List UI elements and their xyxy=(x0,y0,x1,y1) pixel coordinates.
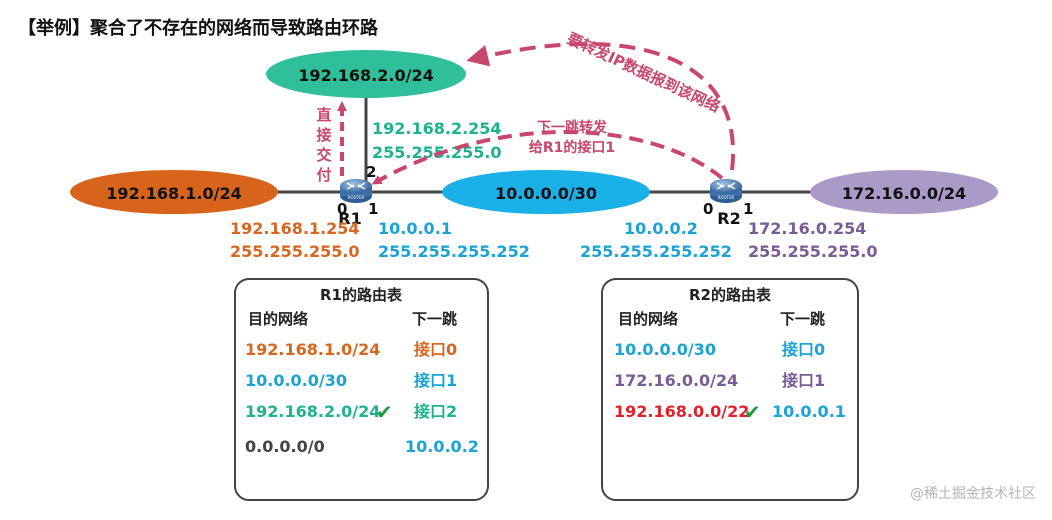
r2-routing-table xyxy=(601,278,859,501)
forward-intent-arrow xyxy=(466,42,736,171)
r1-if0-ip: 192.168.1.254 xyxy=(230,219,360,238)
next-hop-arrow xyxy=(371,130,724,185)
network-middle-label: 10.0.0.0/30 xyxy=(495,184,597,203)
network-top xyxy=(266,50,466,98)
router-r1-icon-text: ROUTER xyxy=(348,195,365,200)
r1-port0: 0 xyxy=(337,200,347,218)
r2-row3-check-icon: ✔ xyxy=(744,400,761,424)
r2-row2-next: 接口1 xyxy=(782,371,825,390)
r1-row4-dest: 0.0.0.0/0 xyxy=(245,437,325,456)
r1-row2-next: 接口1 xyxy=(414,371,457,390)
r2-table-col-dest: 目的网络 xyxy=(618,310,678,328)
forward-intent-label: 要转发IP数据报到该网络 xyxy=(564,29,723,116)
router-r1-name: R1 xyxy=(338,209,361,228)
network-middle xyxy=(442,170,650,214)
r1-table-col-dest: 目的网络 xyxy=(248,310,308,328)
r1-if0-mask: 255.255.255.0 xyxy=(230,242,360,261)
r2-if1-mask: 255.255.255.0 xyxy=(748,242,878,261)
r2-if1-ip: 172.16.0.254 xyxy=(748,219,866,238)
router-r1-icon: ROUTER xyxy=(340,179,372,203)
r1-row4-next: 10.0.0.2 xyxy=(405,437,479,456)
r1-row1-next: 接口0 xyxy=(414,340,457,359)
r1-row3-check-icon: ✔ xyxy=(376,400,393,424)
router-r2-name: R2 xyxy=(717,209,740,228)
r2-port1: 1 xyxy=(743,200,753,218)
network-left xyxy=(70,170,278,214)
network-right xyxy=(810,170,998,214)
next-hop-label-line1: 下一跳转发 xyxy=(537,119,608,136)
r2-row3-dest: 192.168.0.0/22 xyxy=(614,402,749,421)
r1-port1: 1 xyxy=(368,200,378,218)
direct-delivery-char-4: 付 xyxy=(316,166,331,184)
r1-if1-mask: 255.255.255.252 xyxy=(378,242,530,261)
r1-routing-table xyxy=(234,278,489,501)
r2-if0-ip: 10.0.0.2 xyxy=(624,219,698,238)
direct-delivery-char-3: 交 xyxy=(316,146,331,164)
r2-table-col-next: 下一跳 xyxy=(780,310,825,328)
r1-port2: 2 xyxy=(366,163,376,181)
r2-row3-next: 10.0.0.1 xyxy=(772,402,846,421)
r1-table-col-next: 下一跳 xyxy=(412,310,457,328)
r2-if0-mask: 255.255.255.252 xyxy=(580,242,732,261)
r1-table-title: R1的路由表 xyxy=(320,286,403,304)
r1-row2-dest: 10.0.0.0/30 xyxy=(245,371,347,390)
direct-delivery-char-2: 接 xyxy=(316,126,331,144)
r1-row1-dest: 192.168.1.0/24 xyxy=(245,340,380,359)
network-top-label: 192.168.2.0/24 xyxy=(298,66,433,85)
r1-if1-ip: 10.0.0.1 xyxy=(378,219,452,238)
direct-delivery-char-1: 直 xyxy=(316,106,331,124)
r2-row2-dest: 172.16.0.0/24 xyxy=(614,371,738,390)
page-title: 【举例】聚合了不存在的网络而导致路由环路 xyxy=(18,17,379,39)
r1-row3-dest: 192.168.2.0/24 xyxy=(245,402,380,421)
r1-if2-ip: 192.168.2.254 xyxy=(372,119,502,138)
next-hop-label-line2: 给R1的接口1 xyxy=(529,139,615,156)
router-r2-icon-text: ROUTER xyxy=(718,195,735,200)
network-left-label: 192.168.1.0/24 xyxy=(106,184,241,203)
r2-row1-next: 接口0 xyxy=(782,340,825,359)
r2-port0: 0 xyxy=(703,200,713,218)
watermark: @稀土掘金技术社区 xyxy=(910,486,1036,502)
router-r2-icon: ROUTER xyxy=(710,179,742,203)
network-right-label: 172.16.0.0/24 xyxy=(842,184,966,203)
r2-row1-dest: 10.0.0.0/30 xyxy=(614,340,716,359)
r2-table-title: R2的路由表 xyxy=(689,286,772,304)
r1-row3-next: 接口2 xyxy=(414,402,457,421)
